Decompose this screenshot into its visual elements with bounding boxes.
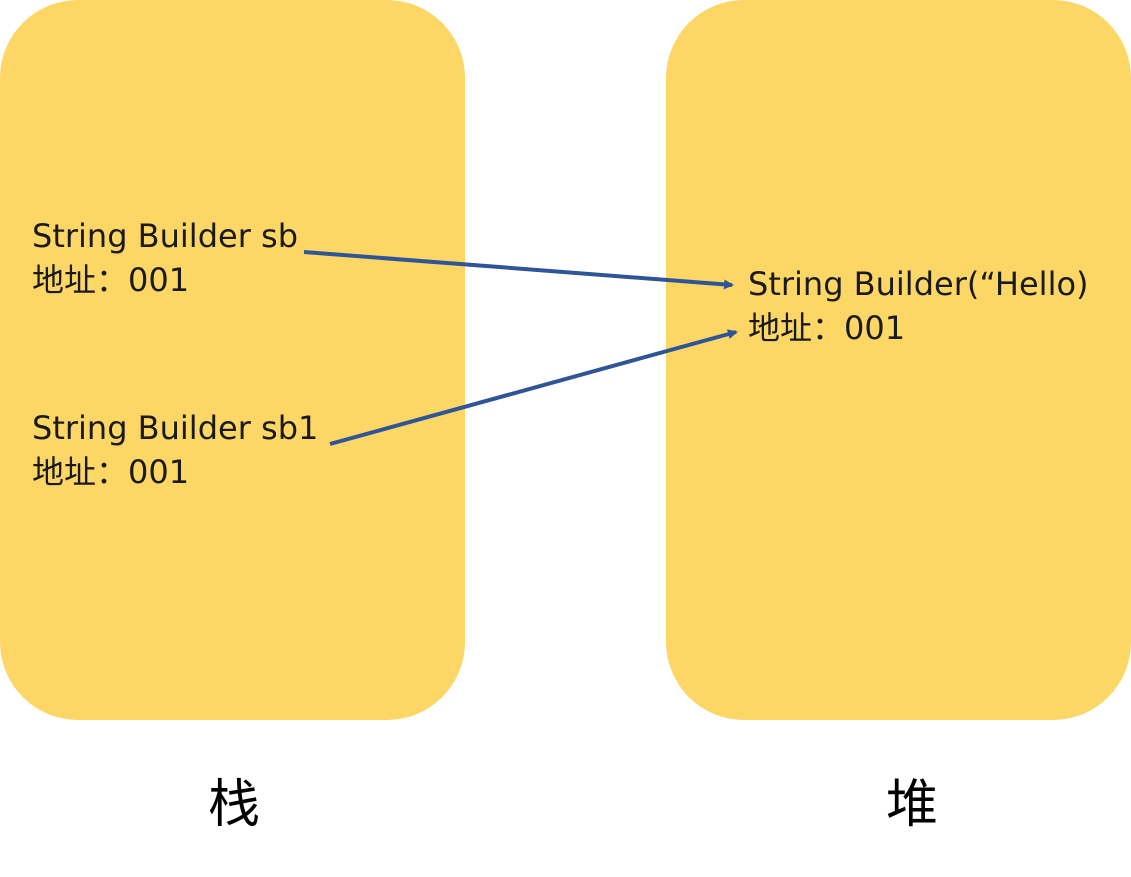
stack-caption: 栈 xyxy=(208,775,261,835)
stack-var-sb1-declaration: String Builder sb1 xyxy=(32,409,319,447)
stack-panel xyxy=(0,0,465,720)
stack-var-sb: String Builder sb 地址：001 xyxy=(32,214,298,302)
heap-panel xyxy=(666,0,1131,720)
stack-var-sb1: String Builder sb1 地址：001 xyxy=(32,406,318,494)
stack-var-sb1-address: 地址：001 xyxy=(32,453,190,491)
stack-var-sb-address: 地址：001 xyxy=(32,261,190,299)
stack-var-sb-declaration: String Builder sb xyxy=(32,217,298,255)
heap-object-declaration: String Builder(“Hello) xyxy=(748,265,1089,303)
heap-caption: 堆 xyxy=(886,775,939,835)
heap-object: String Builder(“Hello) 地址：001 xyxy=(748,262,1089,350)
heap-object-address: 地址：001 xyxy=(748,309,906,347)
